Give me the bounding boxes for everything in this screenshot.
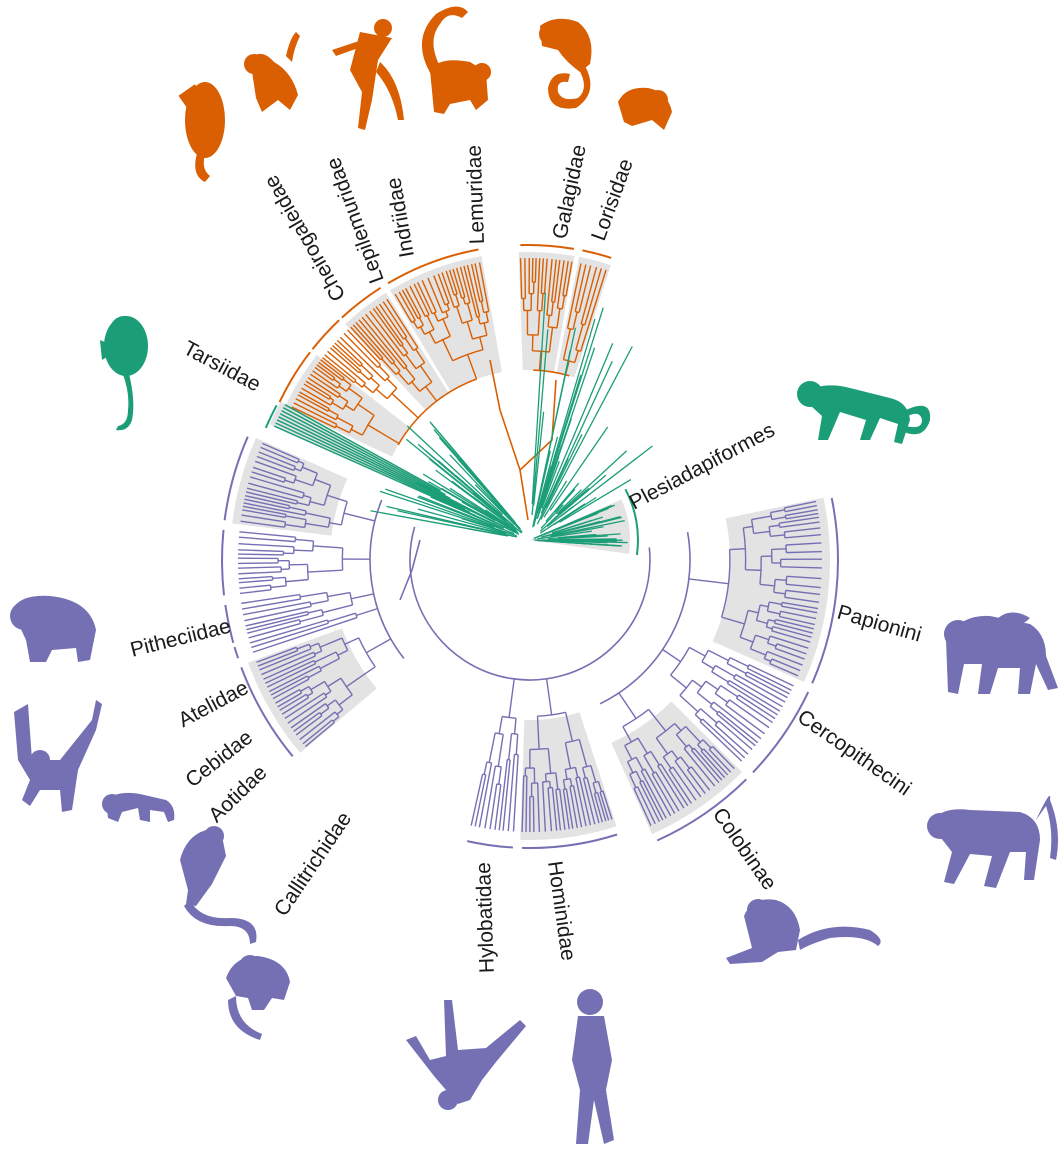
lemuridae-arc (387, 248, 479, 285)
indriidae-subtree (350, 298, 438, 402)
label-callitrichidae: Callitrichidae (270, 808, 356, 921)
capuchin-silhouette (102, 792, 175, 822)
label-lemuridae: Lemuridae (463, 145, 489, 245)
gibbon-silhouette (406, 1000, 526, 1110)
pitheciidae-highlight (232, 437, 348, 536)
marmoset-silhouette (226, 955, 290, 1040)
plesiadapiformes-arc (624, 488, 639, 556)
spider-monkey-silhouette (14, 700, 102, 812)
aotidae-arc (233, 646, 240, 659)
cercopithecini-subtree (662, 646, 794, 762)
silhouette-layer (10, 6, 1058, 1144)
lepilemuridae-subtree (321, 329, 419, 419)
papionini-subtree (688, 500, 823, 677)
indriidae-arc (341, 286, 382, 319)
label-tarsiidae: Tarsiidae (179, 337, 264, 397)
label-pitheciidae: Pitheciidae (128, 615, 233, 662)
loris-silhouette (618, 87, 672, 130)
hylobatidae-arc (466, 840, 513, 849)
guenon-silhouette (927, 795, 1058, 888)
label-atelidae: Atelidae (175, 676, 253, 732)
pitheciidae-arc (223, 436, 249, 521)
tarsier-silhouette (100, 316, 148, 431)
clade-arcs-layer (221, 244, 839, 849)
tarsiidae-arc (264, 404, 278, 429)
galago-silhouette (539, 18, 592, 109)
label-papionini: Papionini (835, 601, 924, 647)
colobinae-subtree (618, 692, 735, 827)
label-indriidae: Indriidae (382, 176, 419, 259)
tree-branches-layer (238, 257, 823, 833)
lemuridae-subtree (394, 262, 490, 380)
papionini-arc (811, 497, 839, 684)
ring-tailed-lemur-silhouette (421, 6, 491, 114)
galagidae-arc (520, 244, 575, 250)
cheirogaleidae-subtree (291, 359, 400, 445)
pitheciidae-subtree (240, 442, 376, 529)
label-lorisidae: Lorisidae (587, 156, 638, 244)
callitrichidae-highlight (248, 628, 377, 753)
atelidae-arc (221, 529, 225, 596)
callitrichidae-subtree (256, 637, 392, 748)
clade-highlight-layer (232, 252, 831, 840)
sportive-lemur-silhouette (244, 32, 300, 112)
mouse-lemur-silhouette (178, 82, 225, 182)
cebidae-arc (224, 604, 235, 644)
colobinae-arc (656, 778, 748, 842)
callitrichidae-arc (240, 667, 294, 757)
night-monkey-silhouette (180, 826, 257, 944)
hominidae-arc (521, 833, 618, 849)
hominidae-subtree (521, 678, 613, 833)
label-colobinae: Colobinae (708, 804, 781, 895)
label-galagidae: Galagidae (548, 143, 590, 241)
human-silhouette (572, 989, 614, 1144)
stem-primate-fan (370, 292, 653, 547)
hylobatidae-subtree (470, 678, 519, 832)
galagidae-subtree (519, 257, 573, 371)
baboon-silhouette (944, 612, 1058, 694)
cheirogaleidae-arc (278, 351, 311, 403)
saki-silhouette (10, 595, 96, 662)
cebidae-subtree (241, 591, 374, 639)
papionini-highlight (712, 497, 831, 683)
sifaka-silhouette (332, 19, 404, 130)
cercopithecini-arc (752, 691, 810, 774)
aotidae-subtree (249, 607, 378, 653)
lepilemuridae-arc (311, 319, 340, 350)
atelidae-subtree (238, 531, 371, 595)
anthropoid-backbone (369, 499, 691, 705)
label-hominidae: Hominidae (543, 859, 580, 962)
colobus-silhouette (726, 899, 881, 964)
lorisidae-highlight (556, 256, 611, 378)
label-cercopithecini: Cercopithecini (793, 705, 915, 800)
lorisidae-arc (582, 249, 612, 259)
plesiadapiform-silhouette (797, 381, 931, 444)
lorisidae-subtree (562, 263, 607, 375)
label-hylobatidae: Hylobatidae (472, 862, 499, 974)
label-plesiadapiformes: Plesiadapiformes (626, 418, 779, 514)
